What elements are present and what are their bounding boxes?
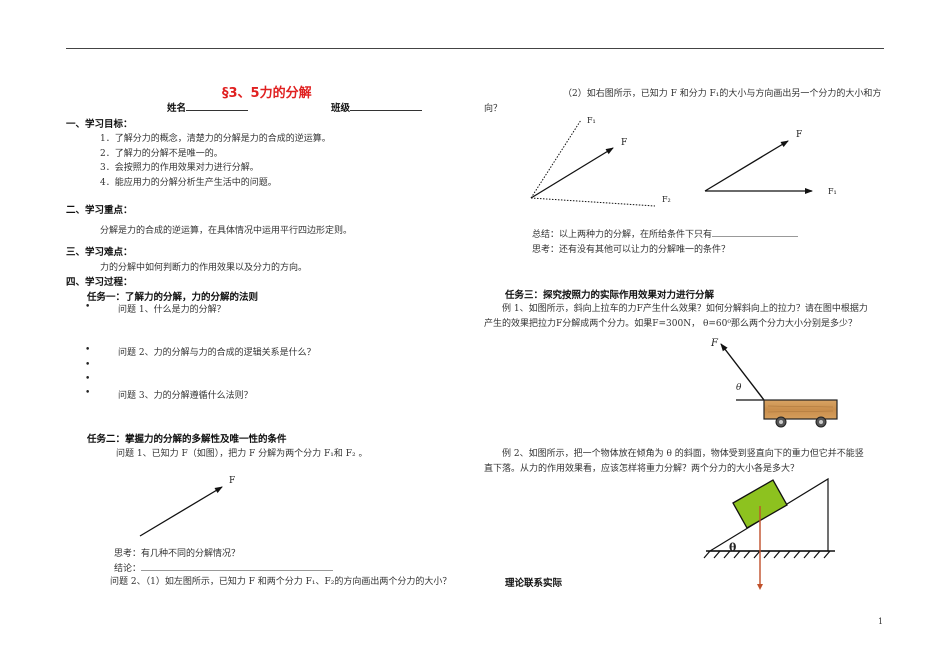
section2-heading: 二、学习重点： bbox=[66, 205, 133, 216]
conclusion-blank[interactable] bbox=[141, 561, 334, 571]
objective-item: 1．了解分力的概念，清楚力的分解是力的合成的逆运算。 bbox=[100, 134, 331, 144]
task1-question-2: 问题 2、力的分解与力的合成的逻辑关系是什么？ bbox=[118, 348, 316, 358]
fig1-label-F: F bbox=[229, 476, 236, 486]
objective-item: 2．了解力的分解不是唯一的。 bbox=[100, 149, 223, 159]
class-label: 班级 bbox=[331, 103, 351, 114]
task2-question-2-1: 问题 2、（1）如左图所示，已知力 F 和两个分力 F₁、F₂的方向画出两个分力… bbox=[110, 577, 452, 587]
task2-think: 思考：有几种不同的分解情况？ bbox=[114, 549, 241, 559]
summary-blank[interactable] bbox=[712, 227, 799, 237]
name-label: 姓名 bbox=[167, 103, 187, 114]
task1-question-3: 问题 3、力的分解遵循什么法则？ bbox=[118, 391, 253, 401]
page-number: 1 bbox=[878, 617, 884, 626]
header-rule bbox=[66, 48, 884, 49]
task2-question-1: 问题 1、已知力 F（如图），把力 F 分解为两个分力 F₁和 F₂ 。 bbox=[116, 449, 368, 459]
task1-question-1: 问题 1、什么是力的分解？ bbox=[118, 305, 226, 315]
class-field: 班级 bbox=[331, 100, 423, 114]
conclusion-label: 结论： bbox=[114, 564, 142, 574]
task2-heading: 任务二：掌握力的分解的多解性及唯一性的条件 bbox=[87, 434, 287, 445]
task2-think-2: 思考：还有没有其他可以让力的分解唯一的条件？ bbox=[532, 245, 731, 255]
task1-heading: 任务一：了解力的分解，力的分解的法则 bbox=[87, 292, 259, 303]
cart-label-theta: θ bbox=[736, 383, 742, 393]
section3-heading: 三、学习难点： bbox=[66, 247, 133, 258]
objective-item: 4．能应用力的分解分析生产生活中的问题。 bbox=[100, 178, 277, 188]
name-blank[interactable] bbox=[186, 101, 249, 111]
task3-heading: 任务三：探究按照力的实际作用效果对力进行分解 bbox=[505, 290, 715, 301]
task3-example-1-line1: 例 1、如图所示，斜向上拉车的力F产生什么效果？如何分解斜向上的拉力？请在图中根… bbox=[502, 304, 868, 314]
task2-question-2-2-cont: 向？ bbox=[484, 104, 503, 114]
section3-text: 力的分解中如何判断力的作用效果以及分力的方向。 bbox=[100, 263, 308, 273]
task2-question-2-2: （2）如右图所示，已知力 F 和分力 F₁的大小与方向画出另一个分力的大小和方 bbox=[563, 89, 882, 99]
fig-left-label-F2: F₂ bbox=[662, 195, 671, 204]
summary-text: 总结：以上两种力的分解，在所给条件下只有 bbox=[532, 230, 713, 240]
bullet: • bbox=[85, 388, 91, 398]
incline-label-theta: θ bbox=[729, 541, 737, 554]
theory-heading: 理论联系实际 bbox=[505, 578, 563, 589]
fig-right-label-F: F bbox=[796, 130, 803, 140]
section4-heading: 四、学习过程： bbox=[66, 277, 133, 288]
class-blank[interactable] bbox=[350, 101, 423, 111]
bullet: • bbox=[85, 360, 91, 370]
fig-right-label-F1: F₁ bbox=[828, 187, 837, 196]
name-field: 姓名 bbox=[167, 100, 249, 114]
cart-label-F: F bbox=[711, 338, 718, 349]
bullet: • bbox=[85, 374, 91, 384]
section1-heading: 一、学习目标： bbox=[66, 119, 133, 130]
page-title: §3、5力的分解 bbox=[222, 86, 312, 101]
section2-text: 分解是力的合成的逆运算，在具体情况中运用平行四边形定则。 bbox=[100, 226, 353, 236]
bullet: • bbox=[85, 302, 91, 312]
task3-example-2-line1: 例 2、如图所示，把一个物体放在倾角为 θ 的斜面，物体受到竖直向下的重力但它并… bbox=[502, 449, 864, 459]
task3-example-1-line2: 产生的效果把拉力F分解成两个分力。如果F=300N， θ=60⁰那么两个分力大小… bbox=[484, 319, 857, 329]
task3-example-2-line2: 直下落。从力的作用效果看，应该怎样将重力分解？两个分力的大小各是多大？ bbox=[484, 464, 800, 474]
fig-left-label-F1: F₁ bbox=[587, 116, 596, 125]
bullet: • bbox=[85, 345, 91, 355]
fig-left-label-F: F bbox=[621, 138, 628, 148]
task2-conclusion: 结论： bbox=[114, 561, 334, 574]
task2-summary: 总结：以上两种力的分解，在所给条件下只有 bbox=[532, 227, 799, 240]
objective-item: 3．会按照力的作用效果对力进行分解。 bbox=[100, 163, 259, 173]
